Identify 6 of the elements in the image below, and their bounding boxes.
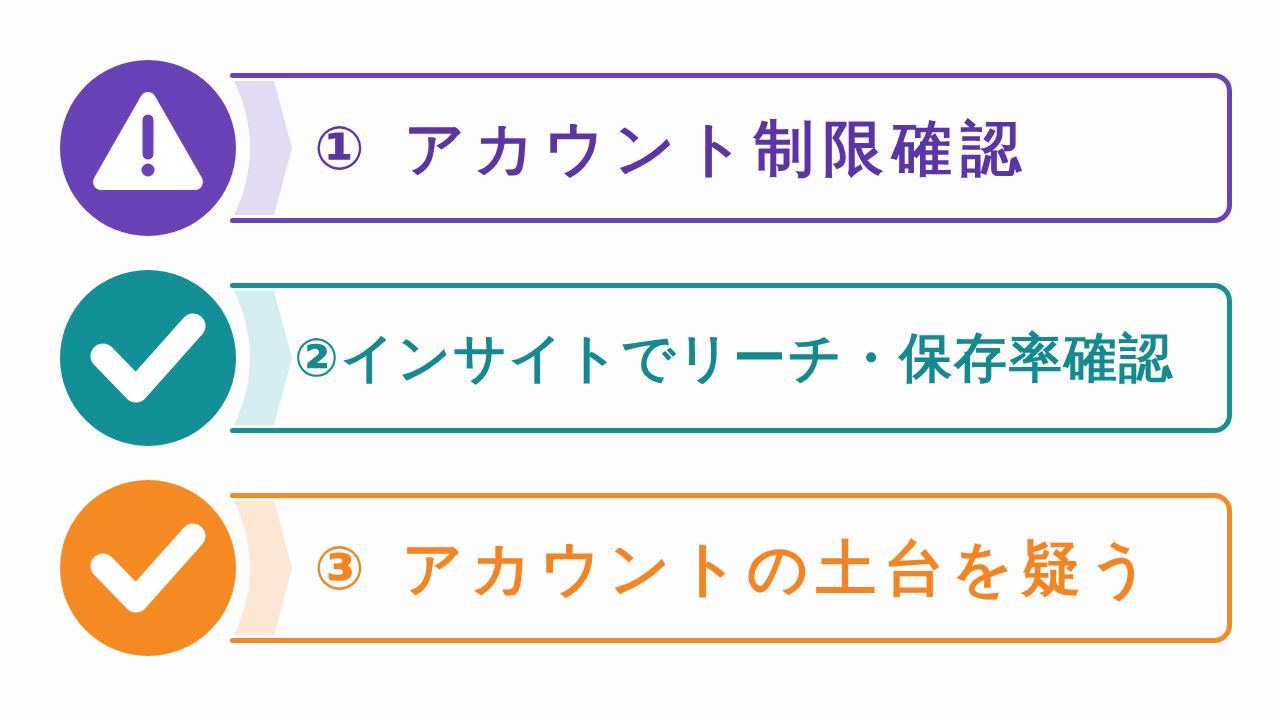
step-label: ① アカウント制限確認 [314, 112, 1030, 184]
step-box [230, 493, 1232, 643]
step-label: ③ アカウントの土台を疑う [314, 532, 1158, 604]
step-label: ②インサイトでリーチ・保存率確認 [294, 326, 1174, 390]
step-box [230, 73, 1232, 223]
step-box [230, 283, 1232, 433]
